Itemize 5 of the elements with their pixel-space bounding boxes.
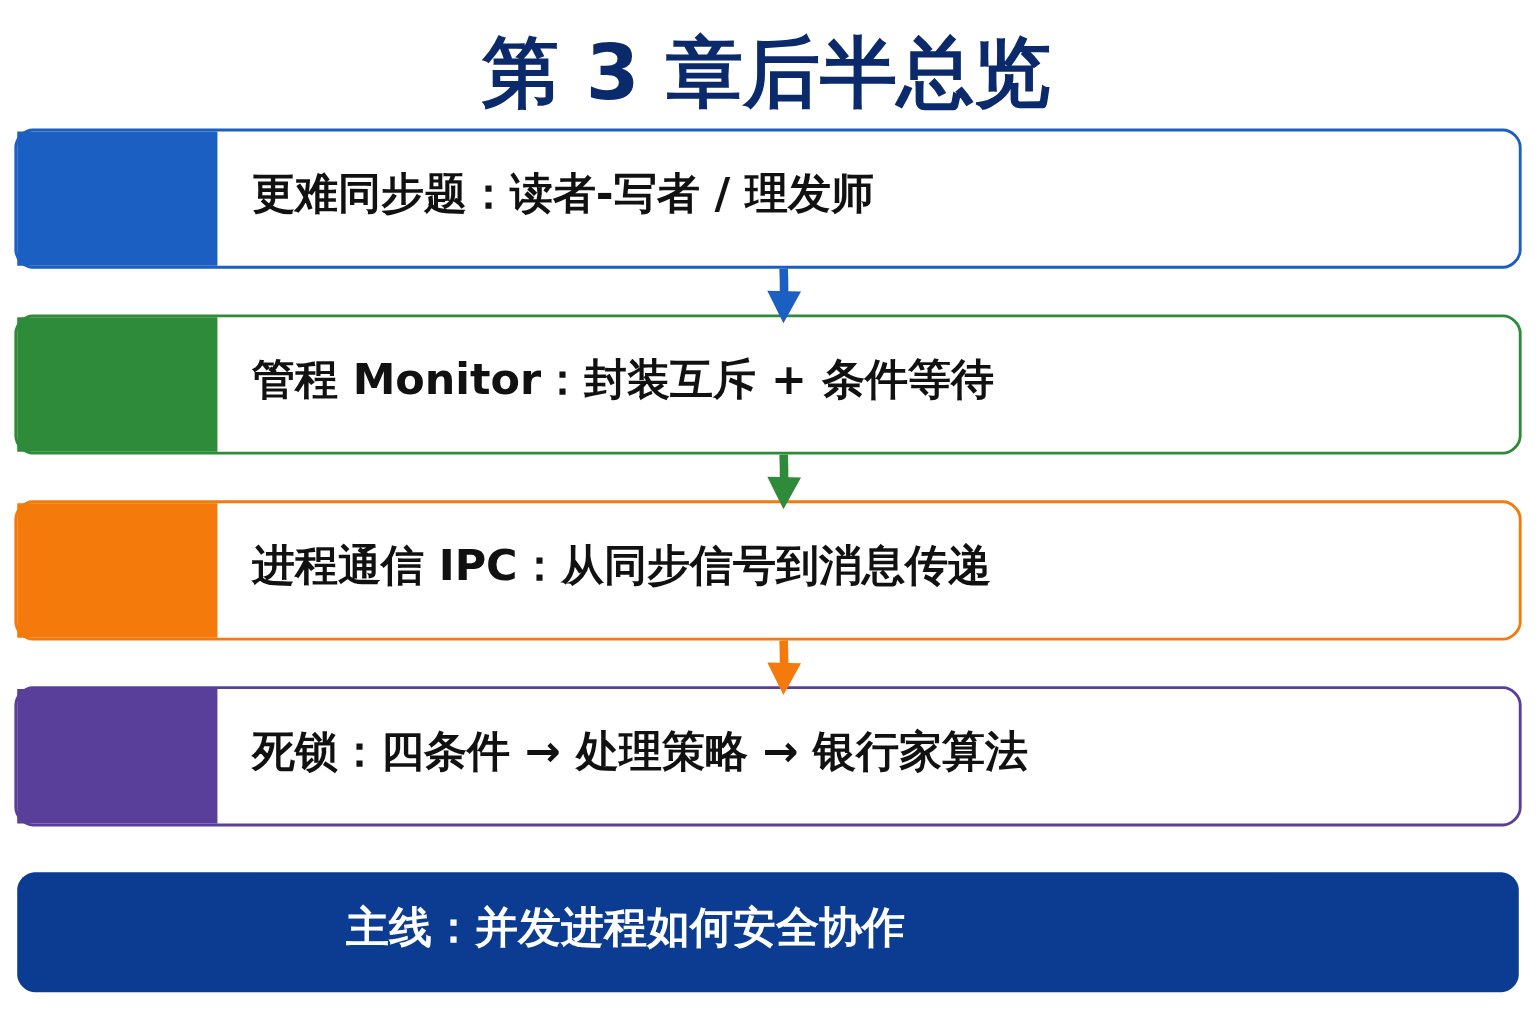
arrow: [767, 268, 802, 323]
diagram-title: 第 3 章后半总览: [481, 26, 1052, 117]
arrow: [767, 639, 802, 695]
arrow: [767, 453, 802, 509]
node-box: 主线：并发进程如何安全协作: [17, 871, 1519, 992]
